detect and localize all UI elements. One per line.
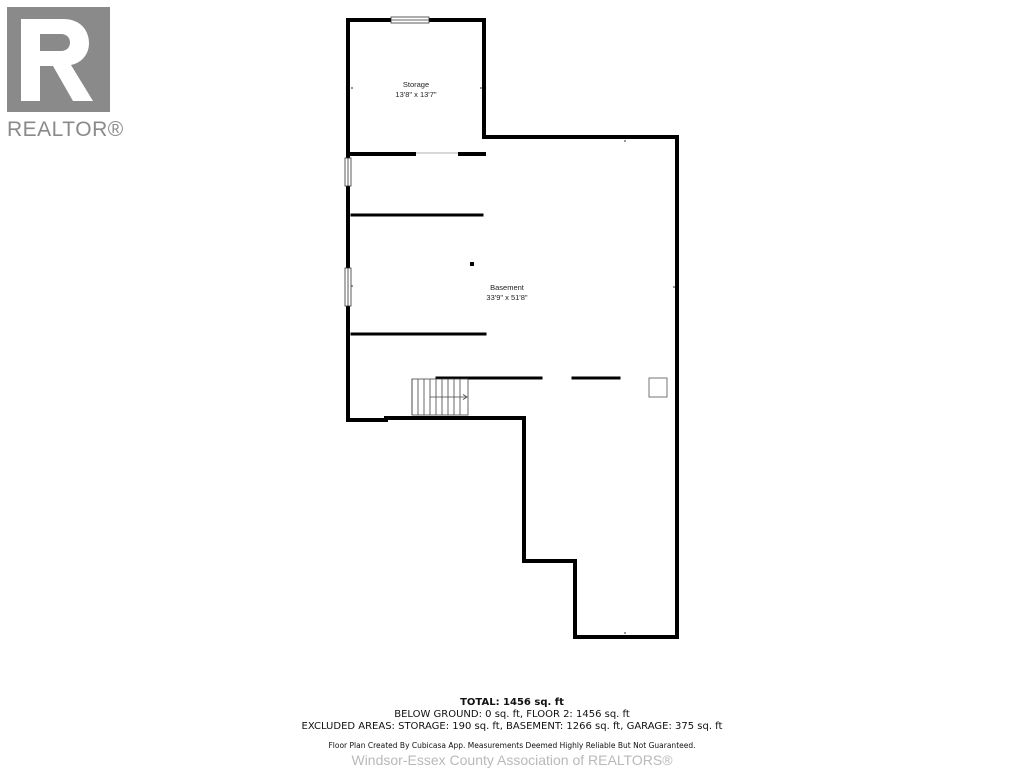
- wall-ticks: [351, 87, 675, 634]
- stairs: [411, 378, 469, 416]
- floor-fixture: [648, 377, 668, 398]
- basement-outer-wall: [384, 135, 679, 639]
- basement-room-label: Basement 33'9" x 51'8": [486, 283, 527, 303]
- basement-room-dimensions: 33'9" x 51'8": [486, 293, 528, 302]
- realtor-r-icon: [7, 7, 110, 112]
- support-column: [470, 262, 474, 266]
- disclaimer-text: Floor Plan Created By Cubicasa App. Meas…: [328, 741, 696, 750]
- excluded-areas: EXCLUDED AREAS: STORAGE: 190 sq. ft, BAS…: [301, 721, 723, 732]
- storage-room-name: Storage: [402, 80, 430, 89]
- storage-room-label: Storage 13'8" x 13'7": [395, 80, 436, 100]
- below-ground-area: BELOW GROUND: 0 sq. ft, FLOOR 2: 1456 sq…: [394, 709, 630, 720]
- area-summary: TOTAL: 1456 sq. ft BELOW GROUND: 0 sq. f…: [0, 697, 1024, 733]
- realtor-wordmark: REALTOR®: [7, 118, 124, 141]
- storage-room-dimensions: 13'8" x 13'7": [395, 90, 437, 99]
- windows: [344, 16, 430, 307]
- basement-room-name: Basement: [490, 283, 524, 292]
- total-area: TOTAL: 1456 sq. ft: [460, 697, 564, 708]
- realtor-logo: REALTOR®: [7, 7, 123, 141]
- association-watermark: Windsor-Essex County Association of REAL…: [351, 752, 673, 768]
- storage-wall: [346, 18, 486, 422]
